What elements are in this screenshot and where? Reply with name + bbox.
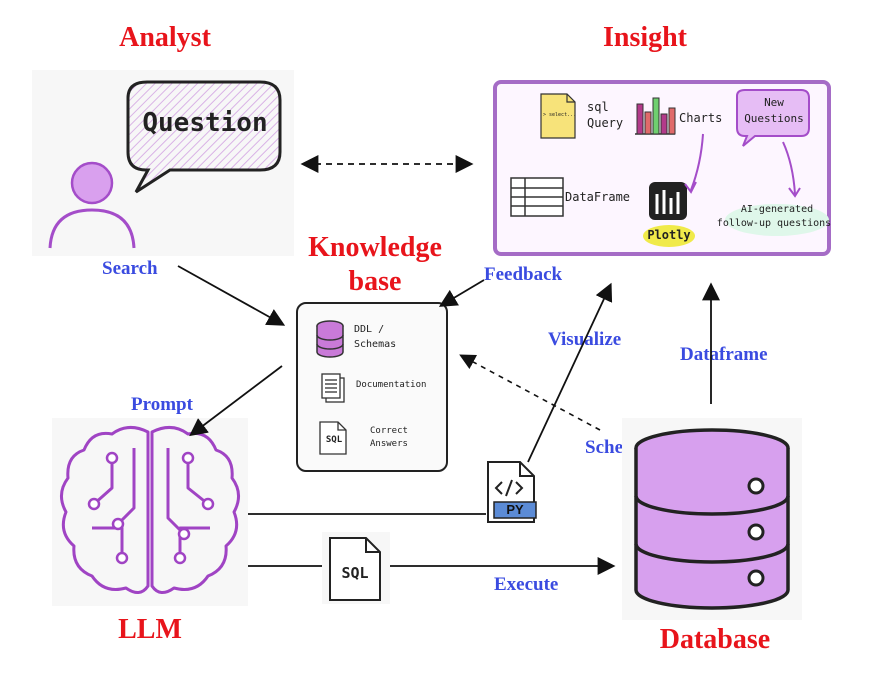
edge-label-dataframe: Dataframe — [680, 344, 768, 365]
plotly-label: Plotly — [647, 228, 691, 242]
python-file-label: PY — [506, 502, 524, 517]
documentation-label: Documentation — [356, 380, 427, 390]
knowledge-base-node: DDL / Schemas Documentation SQL Correct … — [296, 302, 448, 472]
bar-chart-icon — [635, 97, 676, 135]
edge-label-search: Search — [102, 258, 158, 279]
dataframe-table-icon — [510, 177, 564, 217]
llm-node — [52, 418, 248, 606]
edge-label-feedback: Feedback — [484, 264, 563, 285]
analyst-title: Analyst — [119, 22, 211, 53]
schema-arrow — [459, 354, 601, 431]
sql-file-icon — [540, 93, 576, 139]
brain-circuit-icon — [60, 426, 240, 594]
correct-answers-label-line2: Answers — [370, 439, 408, 449]
sql-file-label: SQL — [341, 564, 369, 582]
new-questions-bubble-icon — [736, 89, 810, 147]
new-questions-label-line1: New — [764, 96, 784, 109]
ai-followups-label-line2: follow-up questions — [716, 218, 832, 229]
sql-icon-label: SQL — [325, 435, 343, 445]
database-stack-icon — [634, 428, 790, 610]
visualize-arrow — [527, 282, 613, 463]
database-cylinder-icon — [316, 320, 344, 358]
sql-document-icon — [319, 421, 347, 455]
code-brackets-icon — [494, 479, 524, 497]
llm-title: LLM — [118, 614, 182, 645]
knowledge-base-title-line2: base — [348, 266, 402, 297]
plotly-icon — [643, 182, 695, 247]
python-file-artifact: PY — [484, 460, 537, 524]
search-arrow — [177, 265, 286, 326]
documentation-icon — [321, 373, 345, 403]
dataframe-label: DataFrame — [565, 190, 631, 204]
edge-label-execute: Execute — [494, 574, 559, 595]
ai-followups-highlight — [725, 204, 829, 236]
edge-label-visualize: Visualize — [548, 329, 622, 350]
ddl-schemas-label-line2: Schemas — [354, 339, 397, 350]
database-title: Database — [659, 624, 771, 655]
charts-label: Charts — [679, 111, 723, 125]
insight-title: Insight — [602, 22, 688, 53]
sql-file-artifact: SQL — [322, 532, 390, 604]
sql-query-label-line2: Query — [587, 116, 624, 130]
sql-query-label-line1: sql — [587, 100, 609, 114]
insight-node: > select... sql Query Charts New Questio… — [493, 80, 831, 256]
analyst-node: Question — [32, 70, 294, 256]
knowledge-base-title-line1: Knowledge — [308, 232, 442, 263]
sql-file-label: > select... — [543, 112, 577, 118]
correct-answers-label-line1: Correct — [370, 426, 408, 436]
ai-followups-label-line1: AI-generated — [740, 204, 814, 215]
new-questions-label-line2: Questions — [744, 112, 804, 125]
database-node — [622, 418, 802, 620]
edge-label-prompt: Prompt — [131, 394, 193, 415]
ddl-schemas-label-line1: DDL / — [354, 324, 385, 335]
question-bubble-text: Question — [142, 108, 268, 138]
analyst-figure-icon — [48, 80, 282, 249]
